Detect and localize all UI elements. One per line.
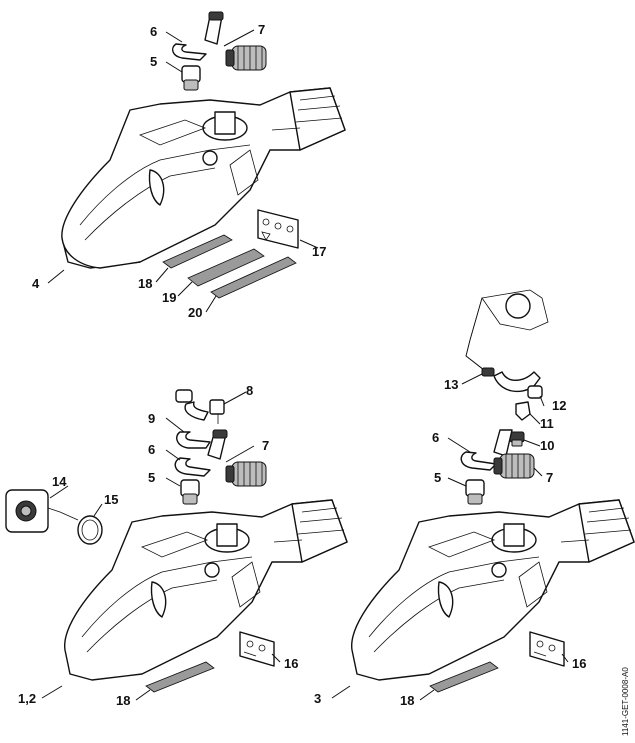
callout-16: 16 [572, 656, 586, 671]
fuel-pump-part-14 [5, 489, 79, 533]
callout-20: 20 [188, 305, 202, 320]
callout-11: 11 [540, 416, 554, 431]
callout-12: 12 [552, 398, 566, 413]
hose-part-9 [176, 401, 211, 449]
callout-14: 14 [52, 474, 67, 489]
assembly-bottom-left [5, 389, 348, 701]
grommet-part-10 [509, 431, 525, 447]
label-part-16 [239, 631, 275, 667]
callout-6: 6 [432, 430, 439, 445]
fuel-hose-part-6 [171, 11, 224, 61]
callout-16: 16 [284, 656, 298, 671]
callout-9: 9 [148, 411, 155, 426]
callout-5: 5 [434, 470, 441, 485]
pickup-body-part-5 [181, 65, 201, 91]
callout-7: 7 [262, 438, 269, 453]
callout-7: 7 [546, 470, 553, 485]
elbow-part-11 [515, 401, 531, 421]
callout-6: 6 [150, 24, 157, 39]
callout-18: 18 [138, 276, 152, 291]
assembly-top [47, 11, 346, 313]
pickup-body-part-5 [465, 479, 485, 505]
callout-labels: 6 5 7 17 18 19 20 4 8 9 6 7 5 14 15 16 1… [18, 22, 630, 736]
callout-19: 19 [162, 290, 176, 305]
callout-1-2: 1,2 [18, 691, 36, 706]
fuel-filter-part-7 [225, 461, 267, 487]
callout-17: 17 [312, 244, 326, 259]
callout-10: 10 [540, 438, 554, 453]
pickup-body-part-5 [180, 479, 200, 505]
callout-18: 18 [116, 693, 130, 708]
callout-18: 18 [400, 693, 414, 708]
valve-part-8 [175, 389, 225, 424]
callout-13: 13 [444, 377, 458, 392]
tank-housing-part-1-2 [64, 499, 348, 681]
callout-5: 5 [148, 470, 155, 485]
fuel-filter-part-7 [493, 453, 535, 479]
callout-6: 6 [148, 442, 155, 457]
plate-part-18 [429, 661, 499, 693]
callout-8: 8 [246, 383, 253, 398]
fuel-hose-part-6 [174, 429, 228, 477]
tank-housing-part-3 [351, 499, 635, 681]
assembly-bottom-right [331, 289, 635, 701]
tank-housing-part-4 [61, 87, 346, 269]
plate-part-18 [145, 661, 215, 693]
callout-7: 7 [258, 22, 265, 37]
callout-4: 4 [32, 276, 40, 291]
reference-code: 1141-GET-0008-A0 [621, 667, 630, 736]
callout-3: 3 [314, 691, 321, 706]
warning-label-part-17 [257, 209, 299, 249]
o-ring-part-15 [77, 515, 103, 545]
fuel-filter-part-7 [225, 45, 267, 71]
plates-18-19-20 [162, 234, 297, 299]
callout-5: 5 [150, 54, 157, 69]
callout-15: 15 [104, 492, 118, 507]
label-part-16 [529, 631, 565, 667]
valve-part-12 [527, 385, 543, 399]
carburetor-ghost-outline [465, 289, 549, 371]
